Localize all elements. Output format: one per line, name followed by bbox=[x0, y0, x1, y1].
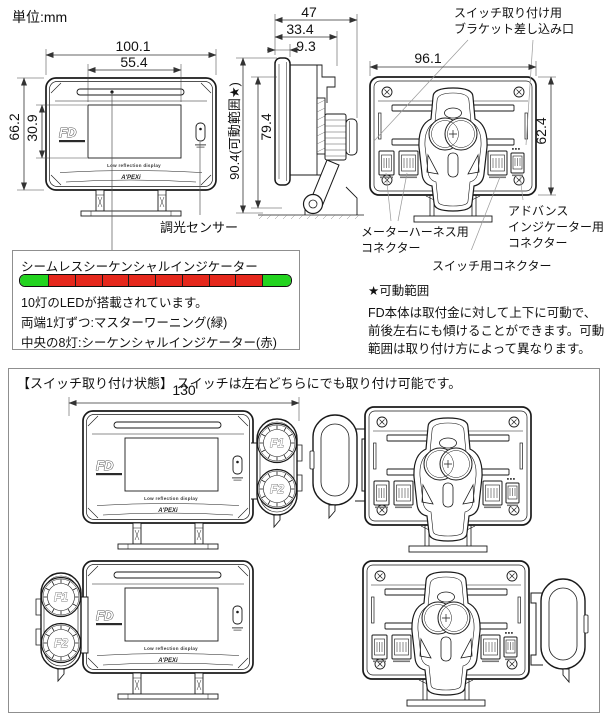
dim-label-back-width: 96.1 bbox=[414, 50, 442, 66]
top-drawings: FD Low reflection display A'PEXi bbox=[17, 14, 556, 250]
indicator-legend-box: シームレスシーケンシャルインジケーター 10灯のLEDが搭載されています。 両端… bbox=[12, 250, 300, 350]
dim-label-height-inner: 30.9 bbox=[24, 114, 40, 142]
dim-label-width-inner: 55.4 bbox=[120, 54, 148, 70]
dim-label-depth-body: 33.4 bbox=[286, 21, 314, 37]
bracket-slot-label-1: スイッチ取り付け用 bbox=[454, 6, 563, 20]
unit-label: 単位:mm bbox=[12, 9, 68, 25]
movable-range-line-3: 範囲は取り付け方によって異なります。 bbox=[368, 342, 591, 356]
led-segment-red bbox=[208, 275, 236, 286]
led-segment-red bbox=[235, 275, 262, 286]
back-view-switch-left bbox=[364, 406, 532, 553]
movable-range-note: ★可動範囲 FD本体は取付金に対して上下に可動で、 前後左右にも傾けることができ… bbox=[368, 282, 606, 358]
movable-range-title: ★可動範囲 bbox=[368, 284, 430, 298]
dim-label-height-total: 79.4 bbox=[258, 113, 274, 141]
dim-label-back-height: 62.4 bbox=[533, 117, 549, 145]
switch-mounting-drawings bbox=[9, 397, 589, 707]
indicator-line-3: 中央の8灯:シーケンシャルインジケーター(赤) bbox=[21, 336, 277, 350]
led-segment-red bbox=[128, 275, 155, 286]
harness-connector-label-1: メーターハーネス用 bbox=[361, 225, 469, 239]
dimension-lines bbox=[17, 14, 556, 214]
back-view-drawing bbox=[369, 76, 537, 223]
switch-bracket-rear-right bbox=[530, 578, 589, 683]
indicator-line-2: 両端1灯ずつ:マスターワーニング(緑) bbox=[21, 316, 228, 330]
led-segment-green bbox=[20, 275, 48, 286]
indicator-title: シームレスシーケンシャルインジケーター bbox=[21, 260, 258, 274]
led-segment-red bbox=[48, 275, 75, 286]
switch-connector-label: スイッチ用コネクター bbox=[432, 259, 552, 273]
dim-label-width-outer: 100.1 bbox=[115, 38, 151, 54]
back-view-switch-right bbox=[362, 560, 530, 707]
switch-mounting-header: 【スイッチ取り付け状態】 スイッチは左右どちらにでも取り付け可能です。 bbox=[17, 376, 462, 391]
advance-connector-label-3: コネクター bbox=[508, 236, 568, 250]
led-segment-red bbox=[155, 275, 182, 286]
front-view-drawing bbox=[45, 77, 217, 217]
led-segment-red bbox=[101, 275, 129, 286]
dimming-sensor-label: 調光センサー bbox=[160, 220, 239, 235]
advance-connector-label-1: アドバンス bbox=[508, 204, 569, 218]
leader-lines bbox=[110, 39, 534, 250]
advance-connector-label-2: インジケーター用 bbox=[508, 220, 605, 234]
led-segment-green bbox=[262, 275, 291, 286]
led-segment-red bbox=[181, 275, 209, 286]
dim-label-switch-width: 130 bbox=[172, 382, 196, 398]
dim-label-depth-total: 47 bbox=[301, 4, 317, 20]
switch-bracket-rear-left bbox=[309, 414, 368, 519]
front-view-switch-right bbox=[82, 410, 254, 550]
switch-pod-left bbox=[36, 573, 88, 681]
switch-mounting-box: 【スイッチ取り付け状態】 スイッチは左右どちらにでも取り付け可能です。 130 bbox=[8, 368, 600, 713]
movable-range-line-1: FD本体は取付金に対して上下に可動で、 bbox=[368, 306, 597, 320]
switch-pod-right bbox=[251, 419, 302, 527]
front-view-switch-left bbox=[82, 560, 254, 700]
harness-connector-label-2: コネクター bbox=[361, 241, 421, 255]
movable-range-line-2: 前後左右にも傾けることができます。可動 bbox=[368, 324, 605, 338]
dim-label-depth-front: 9.3 bbox=[296, 38, 316, 54]
bracket-slot-label-2: ブラケット差し込み口 bbox=[454, 22, 575, 36]
led-segment-red bbox=[74, 275, 102, 286]
led-bar bbox=[19, 274, 292, 287]
dim-label-movable-range: 90.4(可動範囲★) bbox=[227, 82, 242, 180]
indicator-line-1: 10灯のLEDが搭載されています。 bbox=[21, 296, 208, 310]
dim-label-height-outer: 66.2 bbox=[6, 113, 22, 141]
